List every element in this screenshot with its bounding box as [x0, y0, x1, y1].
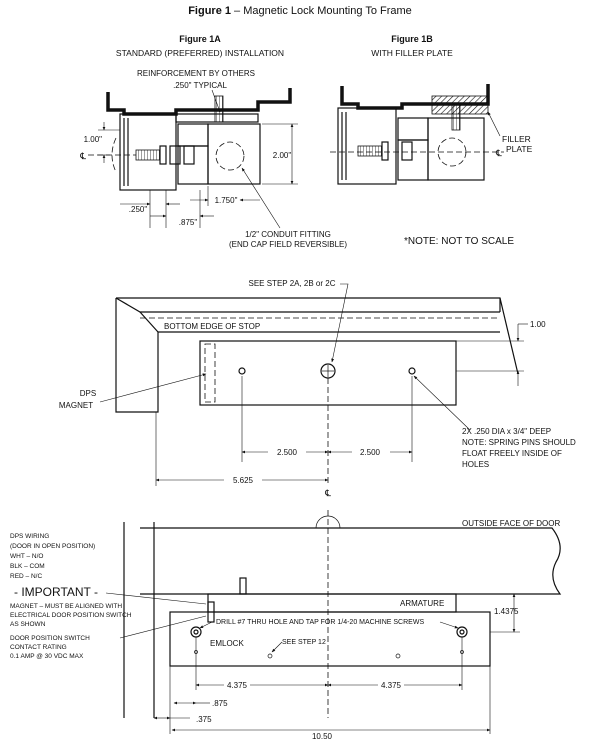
fig1a-dim-875: .875" [179, 218, 198, 227]
fig1a-subheading: STANDARD (PREFERRED) INSTALLATION [116, 48, 284, 58]
dim-4375-left: 4.375 [227, 681, 248, 690]
fig1b-heading: Figure 1B [391, 34, 433, 44]
fig1a-frame-stop [119, 113, 177, 191]
magnet-note-1: MAGNET – MUST BE ALIGNED WITH [10, 603, 122, 610]
fig1b-bolt [357, 145, 383, 157]
note-not-to-scale: *NOTE: NOT TO SCALE [404, 236, 514, 247]
fig1b-frame-stop [337, 107, 397, 185]
dps-switch-note-2: CONTACT RATING [10, 644, 67, 651]
mid-dim-100: 1.00 [530, 320, 546, 329]
door-outline [140, 527, 562, 595]
fig1a-conduit-label-2: (END CAP FIELD REVERSIBLE) [229, 240, 347, 249]
fig1a-cl-symbol: ℄ [79, 151, 86, 161]
fig1a-dim-200: 2.00" [273, 151, 292, 160]
fig1a-frame-profile [106, 88, 292, 116]
mount-hole-left [190, 626, 202, 638]
dim-14375: 1.4375 [494, 607, 519, 616]
dps-wiring-note: DPS WIRING (DOOR IN OPEN POSITION) WHT –… [10, 533, 95, 580]
mounting-template-view: SEE STEP 2A, 2B or 2C BOTTOM EDGE OF STO… [59, 279, 576, 498]
fig1b-filler-label-2: PLATE [506, 144, 533, 154]
dim-375: .375 [196, 715, 212, 724]
mid-dim-2500-left: 2.500 [277, 448, 298, 457]
fig1a-dim-100: 1.00" [84, 135, 103, 144]
dps-switch-note-1: DOOR POSITION SWITCH [10, 635, 90, 642]
mid-cl-symbol: ℄ [324, 488, 331, 498]
holes-note-1: 2X .250 DIA x 3/4" DEEP [462, 427, 551, 436]
fig1a-dim-1750: 1.750" [215, 196, 238, 205]
emlock-label: EMLOCK [210, 639, 244, 648]
fig1a-heading: Figure 1A [179, 34, 221, 44]
outside-face-label: OUTSIDE FACE OF DOOR [462, 519, 560, 528]
dps-wiring-line: WHT – N/O [10, 553, 43, 560]
dps-magnet-outline [204, 343, 216, 403]
fig1a-conduit-label: 1/2" CONDUIT FITTING [245, 230, 331, 239]
figure-title: Figure 1 – Magnetic Lock Mounting To Fra… [188, 5, 412, 17]
dim-875-bottom: .875 [212, 699, 228, 708]
dim-4375-right: 4.375 [381, 681, 402, 690]
mount-hole-right [456, 626, 468, 638]
figure-1b: Figure 1B WITH FILLER PLATE ℄ FILLER PLA… [330, 34, 533, 185]
armature-label: ARMATURE [400, 599, 444, 608]
dps-wiring-title: DPS WIRING [10, 533, 49, 540]
fig1a-bolt [135, 149, 161, 161]
emlock-body [169, 611, 491, 667]
holes-note-4: HOLES [462, 460, 489, 469]
fig1a-conduit-fitting [215, 141, 245, 171]
fig1b-screw [451, 103, 461, 131]
magnet-note-3: AS SHOWN [10, 621, 46, 628]
fig1a-typical-label: .250" TYPICAL [173, 81, 227, 90]
dps-wiring-line: (DOOR IN OPEN POSITION) [10, 543, 95, 550]
important-label: - IMPORTANT - [14, 585, 98, 599]
mid-dim-5625: 5.625 [233, 476, 254, 485]
see-step-12-label: SEE STEP 12 [282, 639, 326, 646]
dim-1050: 10.50 [312, 732, 333, 740]
mid-dim-2500-right: 2.500 [360, 448, 381, 457]
dps-wiring-line: BLK – COM [10, 563, 45, 570]
frame-outline [115, 298, 500, 413]
holes-note-3: FLOAT FREELY INSIDE OF [462, 449, 562, 458]
fig1b-filler-label: FILLER [502, 134, 531, 144]
figure-1a: Figure 1A STANDARD (PREFERRED) INSTALLAT… [79, 34, 347, 249]
spring-pin-hole-left [238, 367, 246, 375]
spring-pin-hole-right [408, 367, 416, 375]
drill-note: DRILL #7 THRU HOLE AND TAP FOR 1/4-20 MA… [216, 619, 424, 626]
holes-note-2: NOTE: SPRING PINS SHOULD [462, 438, 576, 447]
dps-label: DPS [80, 389, 96, 398]
fig1b-subheading: WITH FILLER PLATE [371, 48, 453, 58]
door-armature-view: OUTSIDE FACE OF DOOR ARMATURE EMLOCK DRI… [10, 510, 562, 740]
fig1a-screw [214, 95, 224, 123]
see-step-2-label: SEE STEP 2A, 2B or 2C [248, 279, 335, 288]
fig1a-reinforcement-label: REINFORCEMENT BY OTHERS [137, 69, 255, 78]
dps-magnet-label: MAGNET [59, 401, 93, 410]
fig1b-cl-symbol: ℄ [495, 148, 502, 158]
bottom-edge-label: BOTTOM EDGE OF STOP [164, 322, 260, 331]
magnet-note-2: ELECTRICAL DOOR POSITION SWITCH [10, 612, 132, 619]
dps-switch-note-3: 0.1 AMP @ 30 VDC MAX [10, 653, 84, 660]
dps-wiring-line: RED – N/C [10, 573, 42, 580]
fig1a-dim-250: .250" [129, 205, 148, 214]
